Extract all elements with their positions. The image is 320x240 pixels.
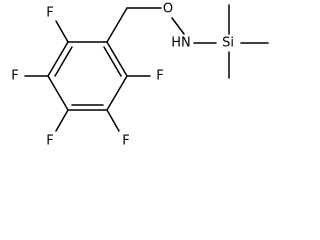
bond-o-n [171,17,185,35]
ring-double-bond-3 [103,46,122,77]
bond-f-meta-bottom [106,109,120,132]
atom-label-f-meta-top: F [11,69,18,84]
ring-bond-6 [106,41,128,77]
atom-label-oxygen: O [163,2,173,17]
atom-label-f-ortho-bottom: F [156,69,163,84]
bond-f-para [55,109,69,132]
molecule-drawing: F F F F F O HN Si [11,2,269,149]
ring-double-bond-1 [54,46,73,77]
atom-label-f-ortho-top: F [46,6,53,21]
trimethyl-group [228,4,269,79]
ring-bond-5 [106,75,128,111]
side-chain [106,7,217,44]
atom-label-f-para: F [46,134,53,149]
atom-label-f-meta-bottom: F [122,134,129,149]
bond-f-ortho-top [55,20,69,43]
bond-ring-ch2 [106,7,128,43]
atom-label-silicon: Si [222,36,234,51]
benzene-ring [47,41,128,111]
structure-diagram: F F F F F O HN Si [11,2,269,149]
ring-bond-2 [47,41,69,77]
fluorine-bonds [24,20,151,132]
atom-label-nitrogen-h: HN [171,36,191,51]
ring-bond-3 [47,75,69,111]
